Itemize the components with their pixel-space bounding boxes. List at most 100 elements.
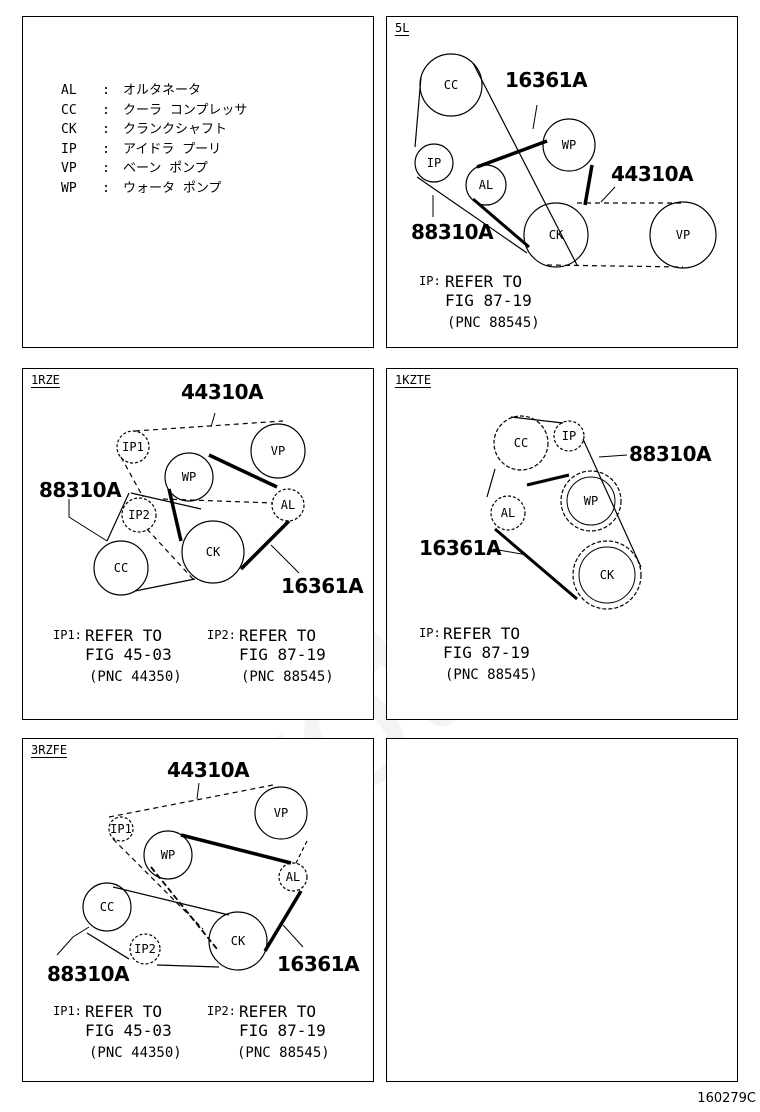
note-prefix: IP:	[419, 626, 441, 640]
note-prefix: IP2:	[207, 1004, 236, 1018]
pulley-label: CK	[600, 568, 615, 582]
part-number: 16361A	[281, 574, 364, 598]
note-line: FIG 45-03	[85, 645, 172, 664]
legend-item: CK:クランクシャフト	[61, 122, 228, 137]
belt-diagram-1rze: IP1 VP WP IP2 AL CC CK 44310A 88310A 163…	[39, 380, 365, 685]
pulley-ck	[208, 911, 268, 971]
note-line: (PNC 44350)	[89, 669, 182, 685]
legend-item: AL:オルタネータ	[61, 83, 202, 98]
pulley-cc	[493, 415, 549, 471]
pulley-vp	[250, 423, 306, 479]
empty-panel	[386, 738, 738, 1082]
legend-item: WP:ウォータ ポンプ	[61, 180, 222, 196]
note-line: REFER TO	[85, 626, 162, 645]
pulley-label: IP	[562, 429, 576, 443]
pulley-label: CC	[114, 561, 128, 575]
part-number: 88310A	[39, 478, 122, 502]
pulley-label: IP	[427, 156, 441, 170]
panel-5l: 5L CC IP W	[386, 16, 738, 348]
note-line: REFER TO	[85, 1002, 162, 1021]
pulley-wp	[143, 830, 193, 880]
note-line: FIG 87-19	[239, 1021, 326, 1040]
note-line: (PNC 88545)	[445, 667, 538, 683]
note-line: REFER TO	[445, 272, 522, 291]
note-line: FIG 45-03	[85, 1021, 172, 1040]
belt-diagram-5l: CC IP WP AL CK VP 16361A 44310A 88310A I…	[411, 53, 717, 331]
legend-list: AL:オルタネータ CC:クーラ コンプレッサ CK:クランクシャフト IP:ア…	[61, 81, 247, 198]
part-number: 16361A	[505, 68, 588, 92]
pulley-label: WP	[161, 848, 175, 862]
pulley-label: CK	[549, 228, 564, 242]
part-number: 88310A	[411, 220, 494, 244]
pulley-ck	[523, 202, 589, 268]
legend-panel: AL:オルタネータ CC:クーラ コンプレッサ CK:クランクシャフト IP:ア…	[22, 16, 374, 348]
engine-tag: 1KZTE	[395, 373, 432, 388]
legend-item: CC:クーラ コンプレッサ	[61, 102, 248, 118]
pulley-cc	[419, 53, 483, 117]
panel-1kzte: 1KZTE CC IP WP AL CK	[386, 368, 738, 720]
part-number: 88310A	[47, 962, 130, 986]
engine-tag: 3RZFE	[31, 743, 68, 758]
pulley-vp	[254, 786, 308, 840]
pulley-cc	[82, 882, 132, 932]
note-prefix: IP1:	[53, 628, 82, 642]
note-line: (PNC 88545)	[447, 315, 540, 331]
pulley-label: VP	[271, 444, 285, 458]
pulley-label: IP2	[128, 508, 150, 522]
pulley-ck-inner	[578, 546, 636, 604]
panel-3rzfe: 3RZFE IP	[22, 738, 374, 1082]
pulley-al	[271, 488, 305, 522]
pulley-cc	[93, 540, 149, 596]
note-line: FIG 87-19	[443, 643, 530, 662]
pulley-label: AL	[286, 870, 300, 884]
pulley-wp	[560, 470, 622, 532]
pulley-label: AL	[479, 178, 493, 192]
pulley-label: CK	[206, 545, 221, 559]
pulley-label: IP1	[110, 822, 132, 836]
note-prefix: IP2:	[207, 628, 236, 642]
pulley-label: CC	[444, 78, 458, 92]
pulley-ip1	[116, 430, 150, 464]
pulley-ck	[572, 540, 642, 610]
legend-item: VP:ベーン ポンプ	[61, 161, 208, 176]
pulley-al	[490, 495, 526, 531]
note-line: (PNC 44350)	[89, 1045, 182, 1061]
pulley-al	[465, 164, 507, 206]
pulley-wp-inner	[566, 476, 616, 526]
part-number: 44310A	[611, 162, 694, 186]
pulley-label: WP	[584, 494, 598, 508]
note-prefix: IP:	[419, 274, 441, 288]
legend-item: IP:アイドラ プーリ	[61, 141, 222, 157]
pulley-label: IP2	[134, 942, 156, 956]
engine-tag: 5L	[395, 21, 410, 36]
pulley-al	[278, 862, 308, 892]
part-number: 88310A	[629, 442, 712, 466]
pulley-wp	[164, 452, 214, 502]
pulley-label: VP	[676, 228, 690, 242]
note-line: REFER TO	[443, 624, 520, 643]
pulley-label: AL	[281, 498, 295, 512]
part-number: 44310A	[167, 758, 250, 782]
pulley-ip2	[121, 497, 157, 533]
note-line: (PNC 88545)	[241, 669, 334, 685]
note-line: REFER TO	[239, 626, 316, 645]
pulley-label: CK	[231, 934, 246, 948]
pulley-label: CC	[100, 900, 114, 914]
note-line: (PNC 88545)	[237, 1045, 330, 1061]
pulley-vp	[649, 201, 717, 269]
pulley-ip	[414, 143, 454, 183]
belt-diagram-1kzte: CC IP WP AL CK 88310A 16361A IP: REFER T…	[419, 415, 713, 683]
note-line: FIG 87-19	[239, 645, 326, 664]
note-prefix: IP1:	[53, 1004, 82, 1018]
pulley-ip1	[108, 816, 134, 842]
pulley-ip2	[129, 933, 161, 965]
engine-tag: 1RZE	[31, 373, 60, 388]
pulley-label: AL	[501, 506, 515, 520]
pulley-label: WP	[182, 470, 196, 484]
note-line: FIG 87-19	[445, 291, 532, 310]
pulley-ck	[181, 520, 245, 584]
pulley-wp	[542, 118, 596, 172]
pulley-ip	[553, 420, 585, 452]
pulley-label: WP	[562, 138, 576, 152]
panel-1rze: 1RZE	[22, 368, 374, 720]
